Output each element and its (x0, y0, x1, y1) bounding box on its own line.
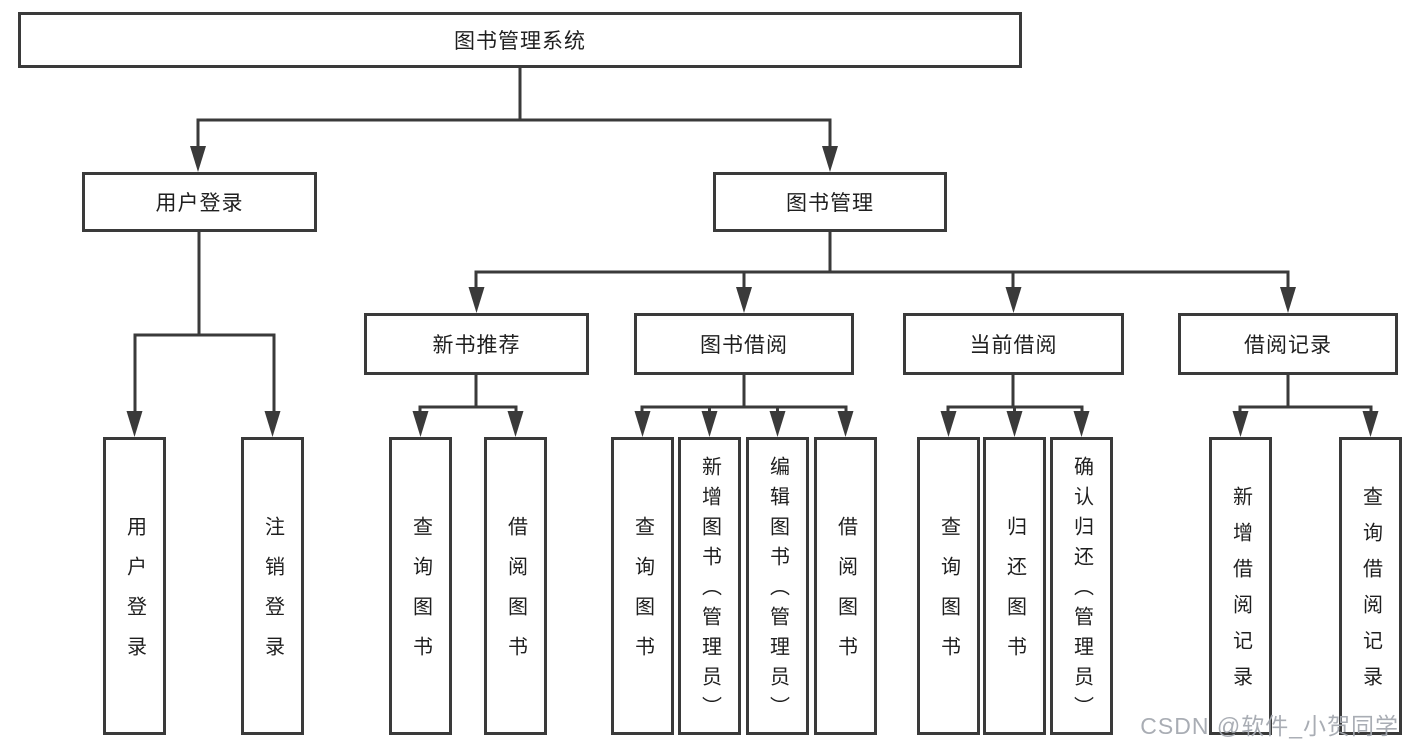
leaf-query-book-borrow-label: 查询图书 (631, 516, 654, 676)
arrowhead (412, 411, 429, 437)
leaf-confirm-return-admin-label: 确认归还（管理员） (1070, 456, 1093, 726)
arrowhead (940, 411, 957, 437)
leaf-borrow-book-rec-label: 借阅图书 (504, 516, 527, 676)
arrowhead (1232, 411, 1249, 437)
connector-book-mgmt-branch (474, 232, 1290, 289)
connector-book-borrow-branch (640, 375, 848, 413)
leaf-edit-book-admin-label: 编辑图书（管理员） (766, 456, 789, 726)
leaf-query-borrow-record: 查询借阅记录 (1339, 437, 1402, 735)
node-new-book-rec: 新书推荐 (364, 313, 589, 375)
leaf-return-book: 归还图书 (983, 437, 1046, 735)
node-current-borrow: 当前借阅 (903, 313, 1124, 375)
leaf-query-book-rec: 查询图书 (389, 437, 452, 735)
node-borrow-records-label: 借阅记录 (1244, 334, 1332, 357)
node-new-book-rec-label: 新书推荐 (432, 334, 521, 357)
node-borrow-records: 借阅记录 (1178, 313, 1398, 375)
connector-borrow-records-branch (1238, 375, 1373, 413)
leaf-logout: 注销登录 (241, 437, 304, 735)
arrowhead (468, 287, 485, 313)
leaf-confirm-return-admin: 确认归还（管理员） (1050, 437, 1113, 735)
arrowhead (736, 287, 752, 313)
arrowhead (837, 411, 854, 437)
leaf-user-login: 用户登录 (103, 437, 166, 735)
arrowhead (1362, 411, 1379, 437)
node-user-login-label: 用户登录 (155, 192, 244, 215)
csdn-watermark: CSDN @软件_小贺同学 (1140, 713, 1399, 739)
leaf-query-book-current-label: 查询图书 (937, 516, 960, 676)
arrowhead (634, 411, 651, 437)
connector-current-borrow-branch (946, 375, 1084, 413)
node-book-borrow: 图书借阅 (634, 313, 854, 375)
node-book-mgmt: 图书管理 (713, 172, 947, 232)
arrowhead (769, 411, 786, 437)
arrowhead (1073, 411, 1090, 437)
arrowhead (701, 411, 718, 437)
connector-new-book-rec-branch (418, 375, 518, 413)
leaf-borrow-book-borrow: 借阅图书 (814, 437, 877, 735)
leaf-user-login-label: 用户登录 (123, 516, 146, 676)
arrowhead (1005, 287, 1022, 313)
leaf-return-book-label: 归还图书 (1003, 516, 1026, 676)
leaf-add-book-admin-label: 新增图书（管理员） (698, 456, 721, 726)
leaf-query-book-borrow: 查询图书 (611, 437, 674, 735)
arrowhead (1006, 411, 1023, 437)
arrowhead (1280, 287, 1296, 313)
node-user-login: 用户登录 (82, 172, 317, 232)
node-root: 图书管理系统 (18, 12, 1022, 68)
leaf-query-borrow-record-label: 查询借阅记录 (1359, 486, 1382, 702)
arrowhead (126, 411, 143, 437)
leaf-query-book-rec-label: 查询图书 (409, 516, 432, 676)
leaf-borrow-book-borrow-label: 借阅图书 (834, 516, 857, 676)
arrowhead (264, 411, 281, 437)
arrowheads (126, 146, 1379, 437)
leaf-borrow-book-rec: 借阅图书 (484, 437, 547, 735)
leaf-add-book-admin: 新增图书（管理员） (678, 437, 741, 735)
node-root-label: 图书管理系统 (454, 30, 586, 53)
node-book-mgmt-label: 图书管理 (786, 192, 874, 215)
connector-user-login-branch (133, 232, 276, 413)
node-book-borrow-label: 图书借阅 (700, 334, 788, 357)
leaf-query-book-current: 查询图书 (917, 437, 980, 735)
leaf-add-borrow-record-label: 新增借阅记录 (1229, 486, 1252, 702)
arrowhead (822, 146, 838, 172)
leaf-logout-label: 注销登录 (261, 516, 284, 676)
arrowhead (507, 411, 524, 437)
connector-root-branch (196, 118, 832, 150)
leaf-add-borrow-record: 新增借阅记录 (1209, 437, 1272, 735)
arrowhead (190, 146, 206, 172)
leaf-edit-book-admin: 编辑图书（管理员） (746, 437, 809, 735)
node-current-borrow-label: 当前借阅 (969, 334, 1058, 357)
